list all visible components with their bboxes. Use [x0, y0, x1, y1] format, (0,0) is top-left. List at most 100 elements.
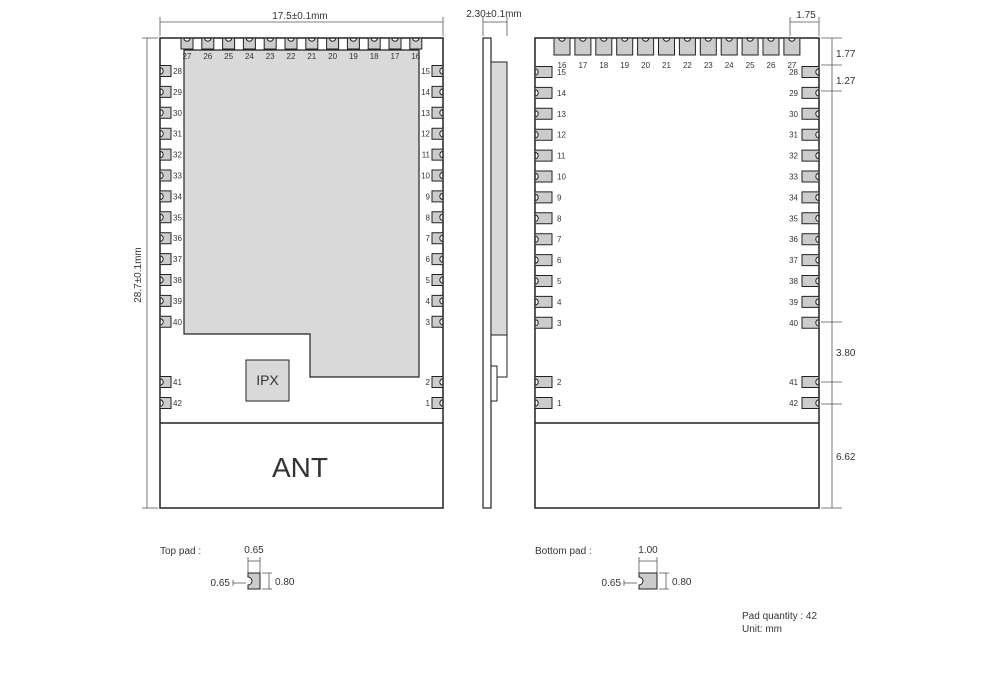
top-view-pad-38: [159, 274, 172, 286]
bottom-view-outline: [534, 37, 820, 509]
top-view-label-29: 29: [173, 88, 182, 97]
bottom-view-label-36: 36: [789, 235, 798, 244]
dim-6-62: 6.62: [836, 452, 856, 463]
bottom-view-label-19: 19: [620, 61, 629, 70]
bottom-view-label-8: 8: [557, 214, 562, 223]
top-view-pad-9: [431, 190, 444, 203]
bottom-view-pad-6: [534, 254, 553, 267]
bottom-view-pad-35: [801, 212, 820, 225]
bottom-view-pad-17: [574, 37, 592, 56]
top-view-label-33: 33: [173, 172, 182, 181]
bottom-view-label-33: 33: [789, 173, 798, 182]
top-view-label-17: 17: [391, 52, 400, 61]
top-view-label-42: 42: [173, 399, 182, 408]
dim-1-27: 1.27: [836, 76, 856, 87]
bottom-pad-shape: [638, 572, 658, 590]
top-view-label-5: 5: [426, 276, 431, 285]
top-view-pad-33: [159, 169, 172, 182]
top-view-pad-37: [159, 253, 172, 266]
side-thickness-dim: 2.30±0.1mm: [466, 9, 522, 20]
top-view-pad-29: [159, 85, 172, 98]
bottom-view-label-28: 28: [789, 68, 798, 77]
top-view-pad-20: [326, 37, 340, 50]
top-view-label-12: 12: [421, 130, 430, 139]
top-view-label-38: 38: [173, 276, 182, 285]
top-view-label-1: 1: [426, 399, 431, 408]
bottom-view-label-14: 14: [557, 89, 566, 98]
bottom-view-label-13: 13: [557, 110, 566, 119]
side-view: 2.30±0.1mm: [466, 9, 522, 509]
bottom-view-pad-38: [801, 275, 820, 287]
top-pad-width: 0.65: [244, 545, 264, 556]
bottom-view-pad-40: [801, 316, 820, 329]
top-view-pad-10: [431, 169, 444, 182]
top-view-pad-8: [431, 211, 444, 224]
bottom-view-label-4: 4: [557, 298, 562, 307]
bottom-pad-title: Bottom pad :: [535, 546, 592, 557]
bottom-view-pad-29: [801, 86, 820, 99]
bottom-view-label-5: 5: [557, 277, 562, 286]
bottom-view-pad-34: [801, 191, 820, 204]
top-view-pad-23: [263, 37, 277, 50]
side-view-connector: [490, 365, 498, 402]
bottom-view-pad-13: [534, 107, 553, 120]
bottom-view-pad-16: [553, 37, 571, 56]
top-view-label-4: 4: [426, 297, 431, 306]
top-view-label-13: 13: [421, 109, 430, 118]
bottom-view-label-26: 26: [767, 61, 776, 70]
bottom-view-label-38: 38: [789, 277, 798, 286]
bottom-view-pad-25: [741, 37, 759, 56]
top-view-pad-32: [159, 148, 172, 161]
dim-3-80: 3.80: [836, 348, 856, 359]
bottom-view-pad-2: [534, 376, 553, 388]
bottom-pad-legend: Bottom pad : 1.00 0.65 0.80: [535, 545, 692, 590]
top-view-label-10: 10: [421, 172, 430, 181]
bottom-pad-height: 0.80: [672, 577, 692, 588]
top-pad-legend: Top pad : 0.65 0.65 0.80: [160, 545, 295, 590]
bottom-view-pad-11: [534, 149, 553, 162]
bottom-view-label-35: 35: [789, 214, 798, 223]
bottom-view-pad-14: [534, 86, 553, 99]
top-view-pad-4: [431, 294, 444, 307]
bottom-view-pad-39: [801, 295, 820, 308]
top-view-pad-24: [242, 37, 256, 50]
bottom-view-pad-20: [637, 37, 655, 56]
top-view-pad-21: [305, 37, 319, 50]
top-view-label-23: 23: [266, 52, 275, 61]
top-view-pad-22: [284, 37, 298, 50]
bottom-view-pad-1: [534, 397, 553, 409]
bottom-view-label-9: 9: [557, 193, 562, 202]
top-view-shield: [183, 49, 420, 378]
top-view-label-41: 41: [173, 378, 182, 387]
bottom-view-label-30: 30: [789, 110, 798, 119]
bottom-pad-width: 1.00: [638, 545, 658, 556]
side-view-board: [482, 37, 492, 509]
bottom-view-label-18: 18: [599, 61, 608, 70]
pad-quantity: Pad quantity : 42: [742, 611, 817, 622]
top-view-pad-28: [159, 65, 172, 77]
bottom-view-label-24: 24: [725, 61, 734, 70]
top-view-label-11: 11: [422, 151, 431, 160]
bottom-view-label-11: 11: [557, 152, 566, 161]
top-view-label-27: 27: [183, 52, 192, 61]
bottom-view-label-29: 29: [789, 89, 798, 98]
top-view-label-15: 15: [421, 67, 430, 76]
bottom-view-pad-31: [801, 128, 820, 141]
top-view-label-9: 9: [426, 192, 431, 201]
bottom-view-pad-4: [534, 295, 553, 308]
top-view-label-19: 19: [349, 52, 358, 61]
bottom-view-label-23: 23: [704, 61, 713, 70]
bottom-view-label-3: 3: [557, 319, 562, 328]
bottom-view-pad-7: [534, 233, 553, 246]
top-view-pad-12: [431, 127, 444, 140]
top-view-pad-13: [431, 106, 444, 119]
bottom-view-label-41: 41: [789, 378, 798, 387]
dim-1-75: 1.75: [796, 10, 816, 21]
top-view-pad-3: [431, 315, 444, 328]
bottom-view-label-31: 31: [789, 131, 798, 140]
top-view-label-24: 24: [245, 52, 254, 61]
bottom-view-pad-28: [801, 66, 820, 78]
bottom-view-label-40: 40: [789, 319, 798, 328]
top-view-label-34: 34: [173, 192, 182, 201]
